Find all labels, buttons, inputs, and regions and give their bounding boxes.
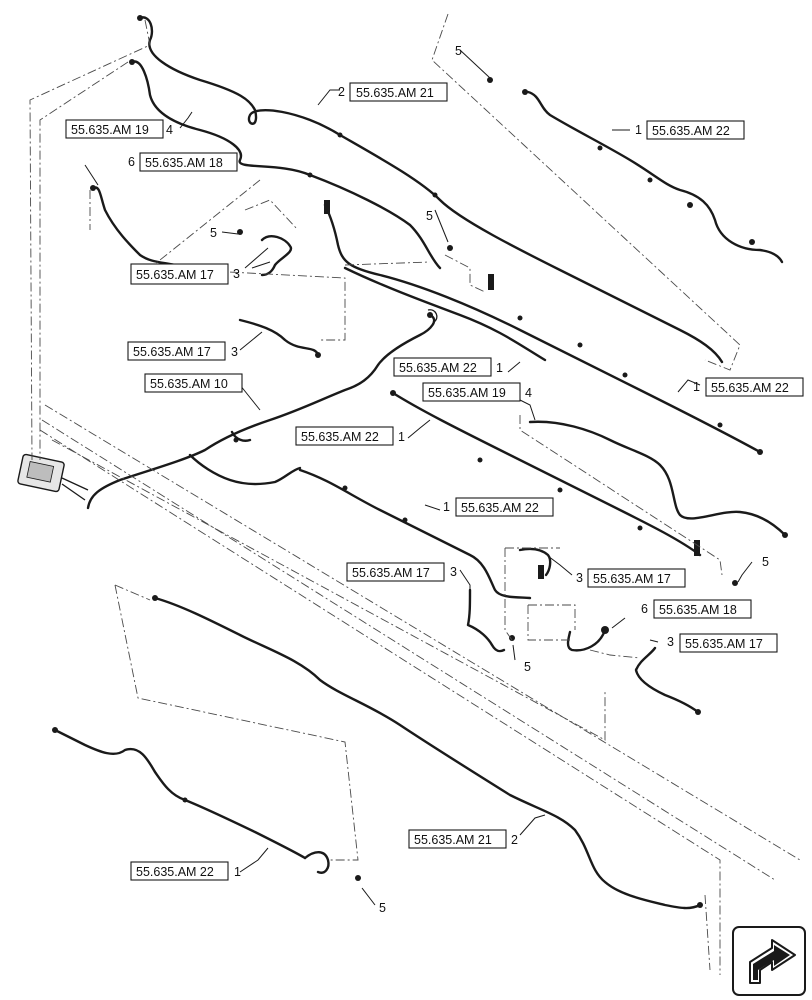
callout-reference: 55.635.AM 17 [685, 637, 763, 651]
callout-item-number: 1 [443, 500, 450, 514]
harness-1-mid-b [391, 391, 702, 557]
next-page-arrow-icon[interactable] [732, 926, 806, 996]
item-number-5: 5 [762, 555, 769, 569]
harness-6-upper [91, 186, 177, 267]
callout-reference: 55.635.AM 10 [150, 377, 228, 391]
callout-item-number: 3 [231, 345, 238, 359]
callout-item-number: 1 [234, 865, 241, 879]
callout-reference: 55.635.AM 22 [652, 124, 730, 138]
harness-2-upper [138, 16, 724, 364]
callout-reference: 55.635.AM 22 [399, 361, 477, 375]
callout-item-number: 3 [233, 267, 240, 281]
harness-3-upper-b [323, 203, 762, 454]
harness-1-lower-left-tail [303, 851, 330, 874]
harness-1-lower-mid [298, 468, 532, 600]
harness-3-lower-c [634, 646, 700, 714]
harness-2-lower [153, 596, 702, 910]
harness-3-lower-a [466, 588, 506, 653]
harnesses [17, 16, 787, 910]
callout-reference: 55.635.AM 19 [428, 386, 506, 400]
callout-item-number: 6 [641, 602, 648, 616]
leader-lines [84, 49, 753, 906]
harness-3-lower-b [518, 547, 552, 577]
harness-10-branch-b [230, 430, 252, 442]
callout-reference: 55.635.AM 22 [461, 501, 539, 515]
callout-reference: 55.635.AM 22 [711, 381, 789, 395]
callout-item-number: 4 [166, 123, 173, 137]
callout-reference: 55.635.AM 17 [352, 566, 430, 580]
callout-reference: 55.635.AM 17 [133, 345, 211, 359]
harness-10-branch [188, 453, 302, 486]
callout-reference: 55.635.AM 18 [659, 603, 737, 617]
harness-3-mid [238, 318, 320, 357]
callout-reference: 55.635.AM 19 [71, 123, 149, 137]
harness-3-upper [260, 235, 293, 277]
callout-reference: 55.635.AM 22 [301, 430, 379, 444]
group-outlines [29, 13, 801, 975]
callout-reference: 55.635.AM 21 [414, 833, 492, 847]
callout-item-number: 1 [398, 430, 405, 444]
callout-item-number: 1 [635, 123, 642, 137]
item-number-5: 5 [210, 226, 217, 240]
callout-reference: 55.635.AM 17 [136, 268, 214, 282]
item-number-5: 5 [379, 901, 386, 915]
item-number-5: 5 [455, 44, 462, 58]
callout-reference: 55.635.AM 22 [136, 865, 214, 879]
harness-1-lower-left [53, 728, 307, 860]
callout-item-number: 2 [338, 85, 345, 99]
harness-1-upper-right [526, 90, 784, 264]
harness-10-main [86, 313, 436, 510]
callout-item-number: 2 [511, 833, 518, 847]
callout-item-number: 6 [128, 155, 135, 169]
connectors [52, 15, 788, 908]
item-number-5: 5 [426, 209, 433, 223]
controller-module-icon [17, 453, 89, 501]
item-number-5: 5 [524, 660, 531, 674]
callout-reference: 55.635.AM 21 [356, 86, 434, 100]
callout-item-number: 3 [667, 635, 674, 649]
callout-reference: 55.635.AM 17 [593, 572, 671, 586]
callout-reference: 55.635.AM 18 [145, 156, 223, 170]
callout-item-number: 3 [576, 571, 583, 585]
harness-4-upper [130, 60, 442, 270]
harness-6-lower [566, 628, 607, 652]
callouts: 2 55.635.AM 21 55.635.AM 19 4 6 55.635.A… [65, 44, 804, 915]
callout-item-number: 1 [496, 361, 503, 375]
callout-item-number: 3 [450, 565, 457, 579]
harness-1-mid-a [343, 266, 547, 362]
harness-4-lower [528, 420, 787, 537]
callout-item-number: 4 [525, 386, 532, 400]
callout-item-number: 1 [693, 380, 700, 394]
